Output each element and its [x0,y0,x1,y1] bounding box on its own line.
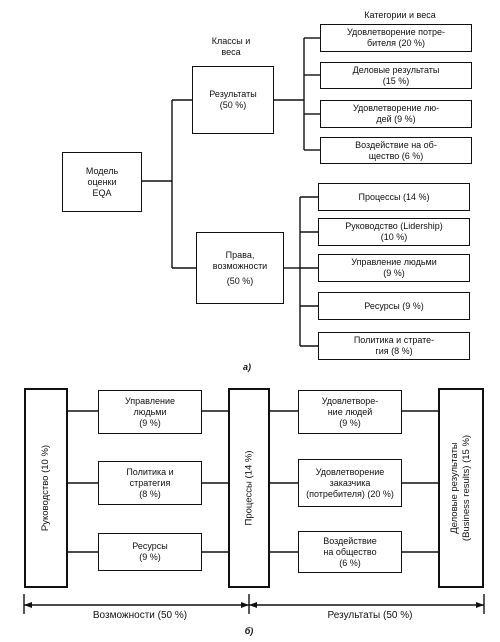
enablers-class-box: Права, возможности (50 %) [196,232,284,304]
category-impact-on-society: Воздействие на об- щество (6 %) [320,137,472,164]
eqa-model-box: Модель оценки EQA [62,152,142,212]
results-class-box: Результаты (50 %) [192,66,274,134]
category-policy-strategy: Политика и страте- гия (8 %) [318,332,470,360]
category-processes: Процессы (14 %) [318,183,470,211]
result-customer-satisfaction: Удовлетворение заказчика (потребителя) (… [298,459,402,507]
enabler-policy-strategy: Политика и стратегия (8 %) [98,461,202,505]
categories-header: Категории и веса [364,10,436,20]
category-business-results: Деловые результаты (15 %) [320,62,472,89]
category-resources: Ресурсы (9 %) [318,292,470,320]
category-customer-satisfaction: Удовлетворение потре- бителя (20 %) [320,24,472,52]
business-results-column: Деловые результаты (Business results) (1… [438,388,484,588]
category-people-management: Управление людьми (9 %) [318,254,470,282]
caption-a: а) [242,362,251,372]
enabler-people-management: Управление людьми (9 %) [98,390,202,434]
result-impact-on-society: Воздействие на общество (6 %) [298,531,402,573]
processes-column: Процессы (14 %) [228,388,270,588]
result-people-satisfaction: Удовлетворе- ние людей (9 %) [298,390,402,434]
enabler-resources: Ресурсы (9 %) [98,533,202,571]
axis-results-label: Результаты (50 %) [327,610,413,621]
classes-header: Классы и веса [211,36,251,57]
caption-b: б) [244,626,254,636]
category-leadership: Руководство (Lidership) (10 %) [318,218,470,246]
category-people-satisfaction: Удовлетворение лю- дей (9 %) [320,100,472,128]
axis-enablers-label: Возможности (50 %) [92,610,188,621]
leadership-column: Руководство (10 %) [24,388,68,588]
